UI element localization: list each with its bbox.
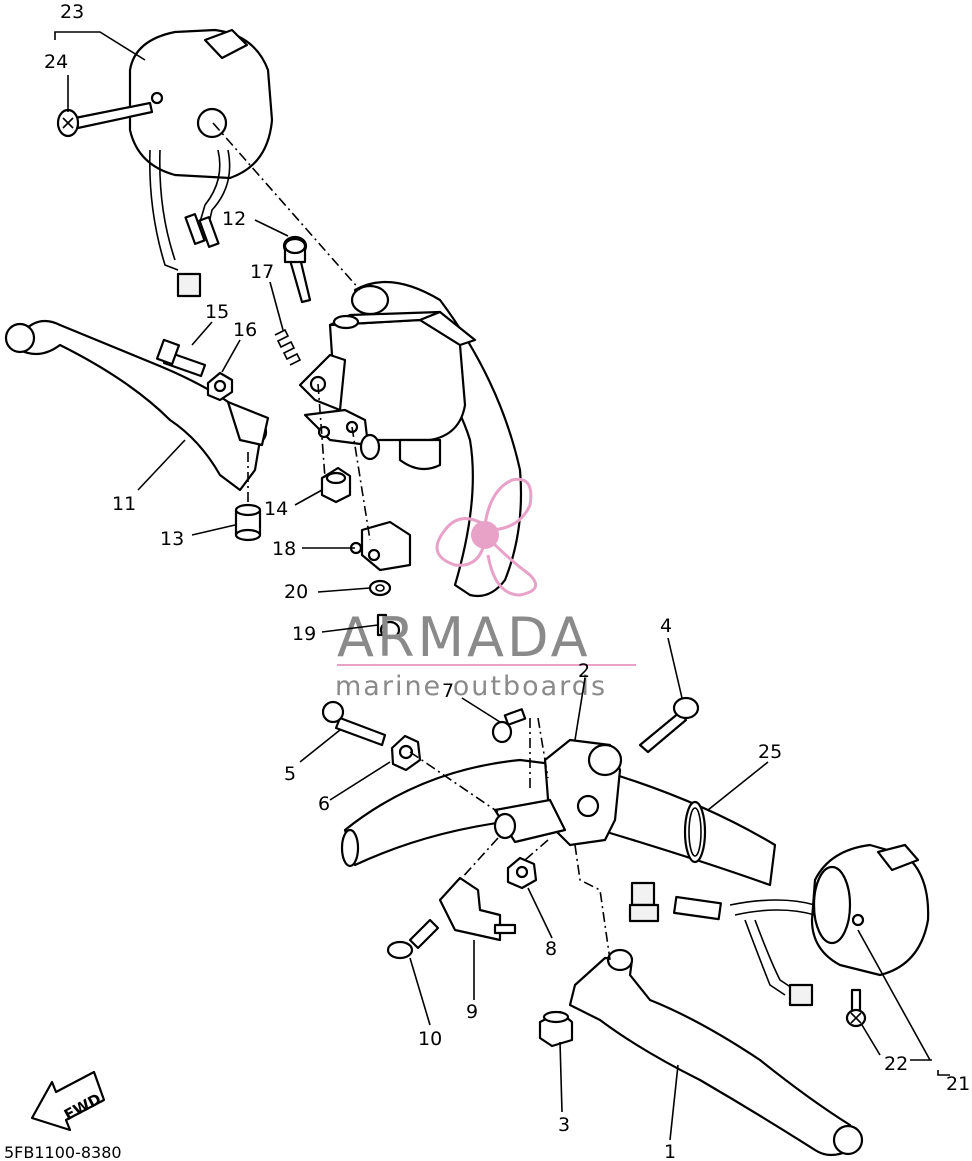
callout-20: 20	[284, 581, 308, 603]
bracket-9	[438, 876, 517, 942]
master-cylinder	[298, 310, 477, 471]
brake-switch-18	[349, 520, 412, 572]
callout-14: 14	[264, 498, 288, 520]
screw-7	[491, 708, 527, 744]
callout-13: 13	[160, 528, 184, 550]
spring-17	[274, 328, 302, 366]
screw-24	[56, 101, 154, 138]
callout-7: 7	[442, 680, 454, 702]
callout-19: 19	[292, 623, 316, 645]
callout-23: 23	[60, 1, 84, 23]
bolt-15	[155, 338, 207, 378]
nut-8	[506, 856, 538, 890]
leader-lines	[54, 31, 950, 1141]
callout-25: 25	[758, 741, 782, 763]
callout-2: 2	[578, 660, 590, 682]
bolt-4	[638, 696, 700, 754]
nut-16	[206, 371, 234, 402]
callout-16: 16	[233, 319, 257, 341]
lever-1	[568, 948, 864, 1157]
lever-11	[4, 319, 270, 492]
diagram-code: 5FB1100-8380	[4, 1143, 122, 1161]
callout-1: 1	[664, 1141, 676, 1161]
callout-3: 3	[558, 1114, 570, 1136]
nut-6	[390, 734, 422, 772]
collar-3	[538, 1010, 574, 1048]
callout-22: 22	[884, 1053, 908, 1075]
callout-5: 5	[284, 763, 296, 785]
collar-13	[234, 503, 262, 542]
washer-20	[368, 579, 392, 597]
callout-18: 18	[272, 538, 296, 560]
callout-24: 24	[44, 51, 68, 73]
right-switch-housing	[628, 843, 930, 1007]
nut-14	[320, 466, 352, 504]
screw-22	[845, 988, 867, 1028]
watermark-tagline: marine outboards	[335, 671, 607, 702]
callout-6: 6	[318, 793, 330, 815]
callout-4: 4	[660, 615, 672, 637]
armada-logo	[435, 477, 538, 597]
left-switch-housing	[128, 28, 274, 298]
callout-15: 15	[205, 301, 229, 323]
fwd-arrow-icon: FWD	[30, 1070, 106, 1132]
screw-10	[386, 918, 440, 960]
master-cylinder-2	[493, 738, 623, 847]
callout-21: 21	[946, 1073, 970, 1095]
watermark-brand: ARMADA	[337, 606, 591, 669]
callout-8: 8	[545, 938, 557, 960]
bolt-5	[321, 700, 387, 747]
callout-12: 12	[222, 208, 246, 230]
bolt-12	[282, 235, 312, 304]
callout-10: 10	[418, 1028, 442, 1050]
callout-11: 11	[112, 493, 136, 515]
callout-9: 9	[466, 1001, 478, 1023]
callout-17: 17	[250, 261, 274, 283]
